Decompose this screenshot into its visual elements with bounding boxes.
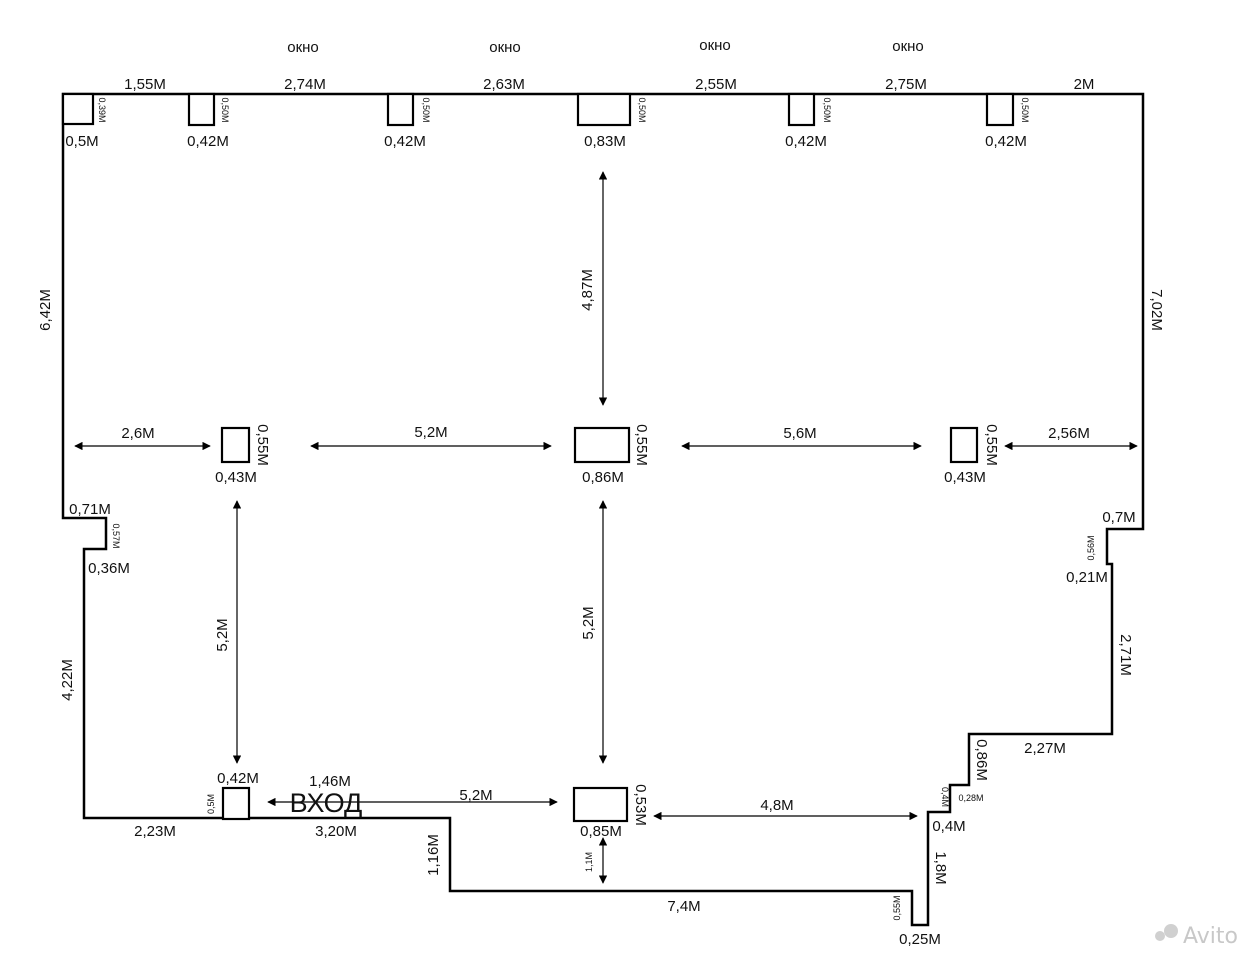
top-column-1 <box>61 92 95 126</box>
bottom-left-depth: 0,5M <box>206 794 216 814</box>
top-column-5-width: 0,42M <box>785 133 827 150</box>
bottom-column-center <box>572 786 629 823</box>
door-gap: 1,46M <box>309 773 351 790</box>
top-column-2-depth: 0,50M <box>220 97 230 122</box>
top-column-3 <box>386 92 415 127</box>
middle-right-depth: 0,55M <box>983 424 1000 466</box>
right-wall-upper: 7,02M <box>1148 289 1165 331</box>
dist-entrance-to-center: 5,2M <box>459 787 492 804</box>
top-column-4 <box>576 92 632 127</box>
outer-walls <box>61 92 1145 927</box>
top-column-6-width: 0,42M <box>985 133 1027 150</box>
top-column-5-depth: 0,50M <box>822 97 832 122</box>
top-column-6-depth: 0,50M <box>1020 97 1030 122</box>
window-label-2: окно <box>489 39 521 56</box>
top-column-4-depth: 0,50M <box>637 97 647 122</box>
middle-column-left <box>220 426 251 464</box>
dist-center-to-bottom: 1,1M <box>584 852 594 872</box>
bottom-center-depth: 0,53M <box>632 784 649 826</box>
left-wall-upper: 6,42M <box>37 289 54 331</box>
middle-center-width: 0,86M <box>582 469 624 486</box>
top-segment-6: 2M <box>1074 76 1095 93</box>
left-wall-bottom: 2,23M <box>134 823 176 840</box>
dist-center-to-right: 5,6M <box>783 425 816 442</box>
window-label-4: окно <box>892 38 924 55</box>
top-segment-3: 2,63M <box>483 76 525 93</box>
dist-left-to-center: 5,2M <box>414 424 447 441</box>
right-notch-depth: 0,55M <box>892 895 902 920</box>
dist-center-vertical: 5,2M <box>580 606 597 639</box>
entrance-label: ВХОД <box>290 788 363 818</box>
middle-center-depth: 0,55M <box>633 424 650 466</box>
middle-column-center <box>573 426 631 464</box>
bottom-recess-length: 7,4M <box>667 898 700 915</box>
watermark-dot-icon <box>1164 924 1178 938</box>
window-label-1: окно <box>287 39 319 56</box>
top-segment-5: 2,75M <box>885 76 927 93</box>
middle-right-width: 0,43M <box>944 469 986 486</box>
bottom-recess-depth: 1,16M <box>425 834 442 876</box>
top-column-6 <box>985 92 1015 127</box>
left-step-depth: 0,57M <box>111 523 121 548</box>
left-wall-lower: 4,22M <box>59 659 76 701</box>
dist-center-to-right-wall: 4,8M <box>760 797 793 814</box>
bottom-entrance-segment: 3,20M <box>315 823 357 840</box>
bottom-column-left <box>221 786 251 821</box>
right-small-step-depth: 0,4M <box>940 787 950 807</box>
dist-right-col-to-wall: 2,56M <box>1048 425 1090 442</box>
bottom-center-width: 0,85M <box>580 823 622 840</box>
watermark-text: Avito <box>1183 924 1238 949</box>
right-step2-depth: 0,86M <box>973 739 990 781</box>
right-small-step-bottom: 0,4M <box>932 818 965 835</box>
middle-left-depth: 0,55M <box>254 424 271 466</box>
left-step-top: 0,71M <box>69 501 111 518</box>
right-step2: 2,27M <box>1024 740 1066 757</box>
watermark: Avito <box>1155 924 1238 949</box>
top-segment-4: 2,55M <box>695 76 737 93</box>
top-segment-1: 1,55M <box>124 76 166 93</box>
window-label-3: окно <box>699 37 731 54</box>
top-column-2-width: 0,42M <box>187 133 229 150</box>
right-step1-depth: 0,56M <box>1086 535 1096 560</box>
top-column-1-depth: 0,39M <box>97 97 107 122</box>
right-step1-top: 0,7M <box>1102 509 1135 526</box>
watermark-dot-icon <box>1155 931 1165 941</box>
top-column-3-depth: 0,50M <box>421 97 431 122</box>
right-small-step-width: 0,28M <box>958 793 983 803</box>
right-step1-bottom: 0,21M <box>1066 569 1108 586</box>
right-wall-lower: 1,8M <box>932 851 949 884</box>
top-column-5 <box>787 92 816 127</box>
top-column-3-width: 0,42M <box>384 133 426 150</box>
top-segment-2: 2,74M <box>284 76 326 93</box>
top-column-2 <box>187 92 216 127</box>
middle-left-width: 0,43M <box>215 469 257 486</box>
middle-column-right <box>949 426 979 464</box>
dist-wall-to-left-col: 2,6M <box>121 425 154 442</box>
top-column-1-width: 0,5M <box>65 133 98 150</box>
dist-left-vertical: 5,2M <box>214 618 231 651</box>
bottom-left-width: 0,42M <box>217 770 259 787</box>
top-column-4-width: 0,83M <box>584 133 626 150</box>
right-notch-width: 0,25M <box>899 931 941 948</box>
left-step-bottom: 0,36M <box>88 560 130 577</box>
dist-top-to-center: 4,87M <box>579 269 596 311</box>
right-wall-middle: 2,71M <box>1117 634 1134 676</box>
